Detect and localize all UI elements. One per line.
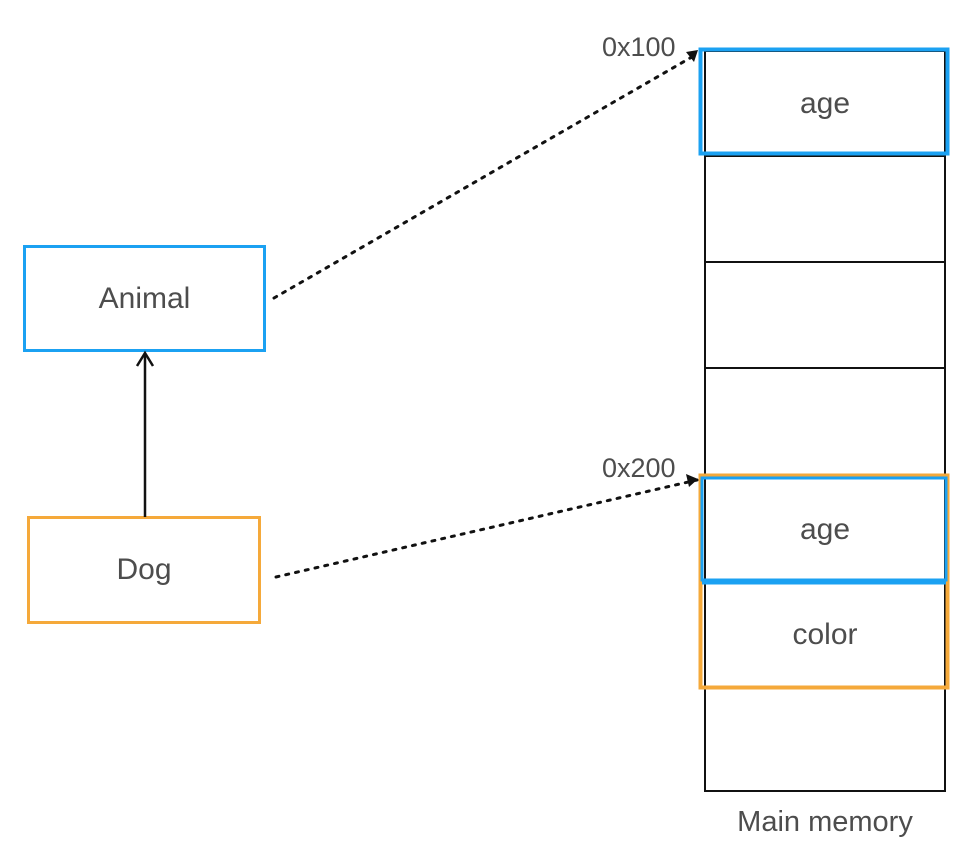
dog-class-label: Dog [116,553,172,586]
memory-cell-dog-age: age [704,477,946,583]
inheritance-arrow-head [135,350,155,367]
memory-cell-label: color [792,617,858,651]
memory-cell-empty [704,367,946,479]
animal-address-label: 0x100 [602,32,676,62]
memory-cell-label: age [799,86,851,120]
dog-pointer-head [686,474,698,487]
dog-pointer-line [274,478,699,579]
memory-cell-empty [704,686,946,792]
memory-cell-label: age [799,513,851,546]
memory-cell-animal-age: age [704,50,946,157]
dog-address-label: 0x200 [602,453,676,483]
memory-cell-dog-color: color [704,581,946,688]
animal-class-box: Animal [23,245,266,352]
animal-pointer-head [686,50,698,62]
dog-class-box: Dog [27,516,261,624]
animal-pointer-line [272,52,699,300]
memory-cell-empty [704,261,946,369]
memory-caption: Main memory [737,806,913,838]
memory-cell-empty [704,155,946,263]
animal-class-label: Animal [98,281,191,315]
